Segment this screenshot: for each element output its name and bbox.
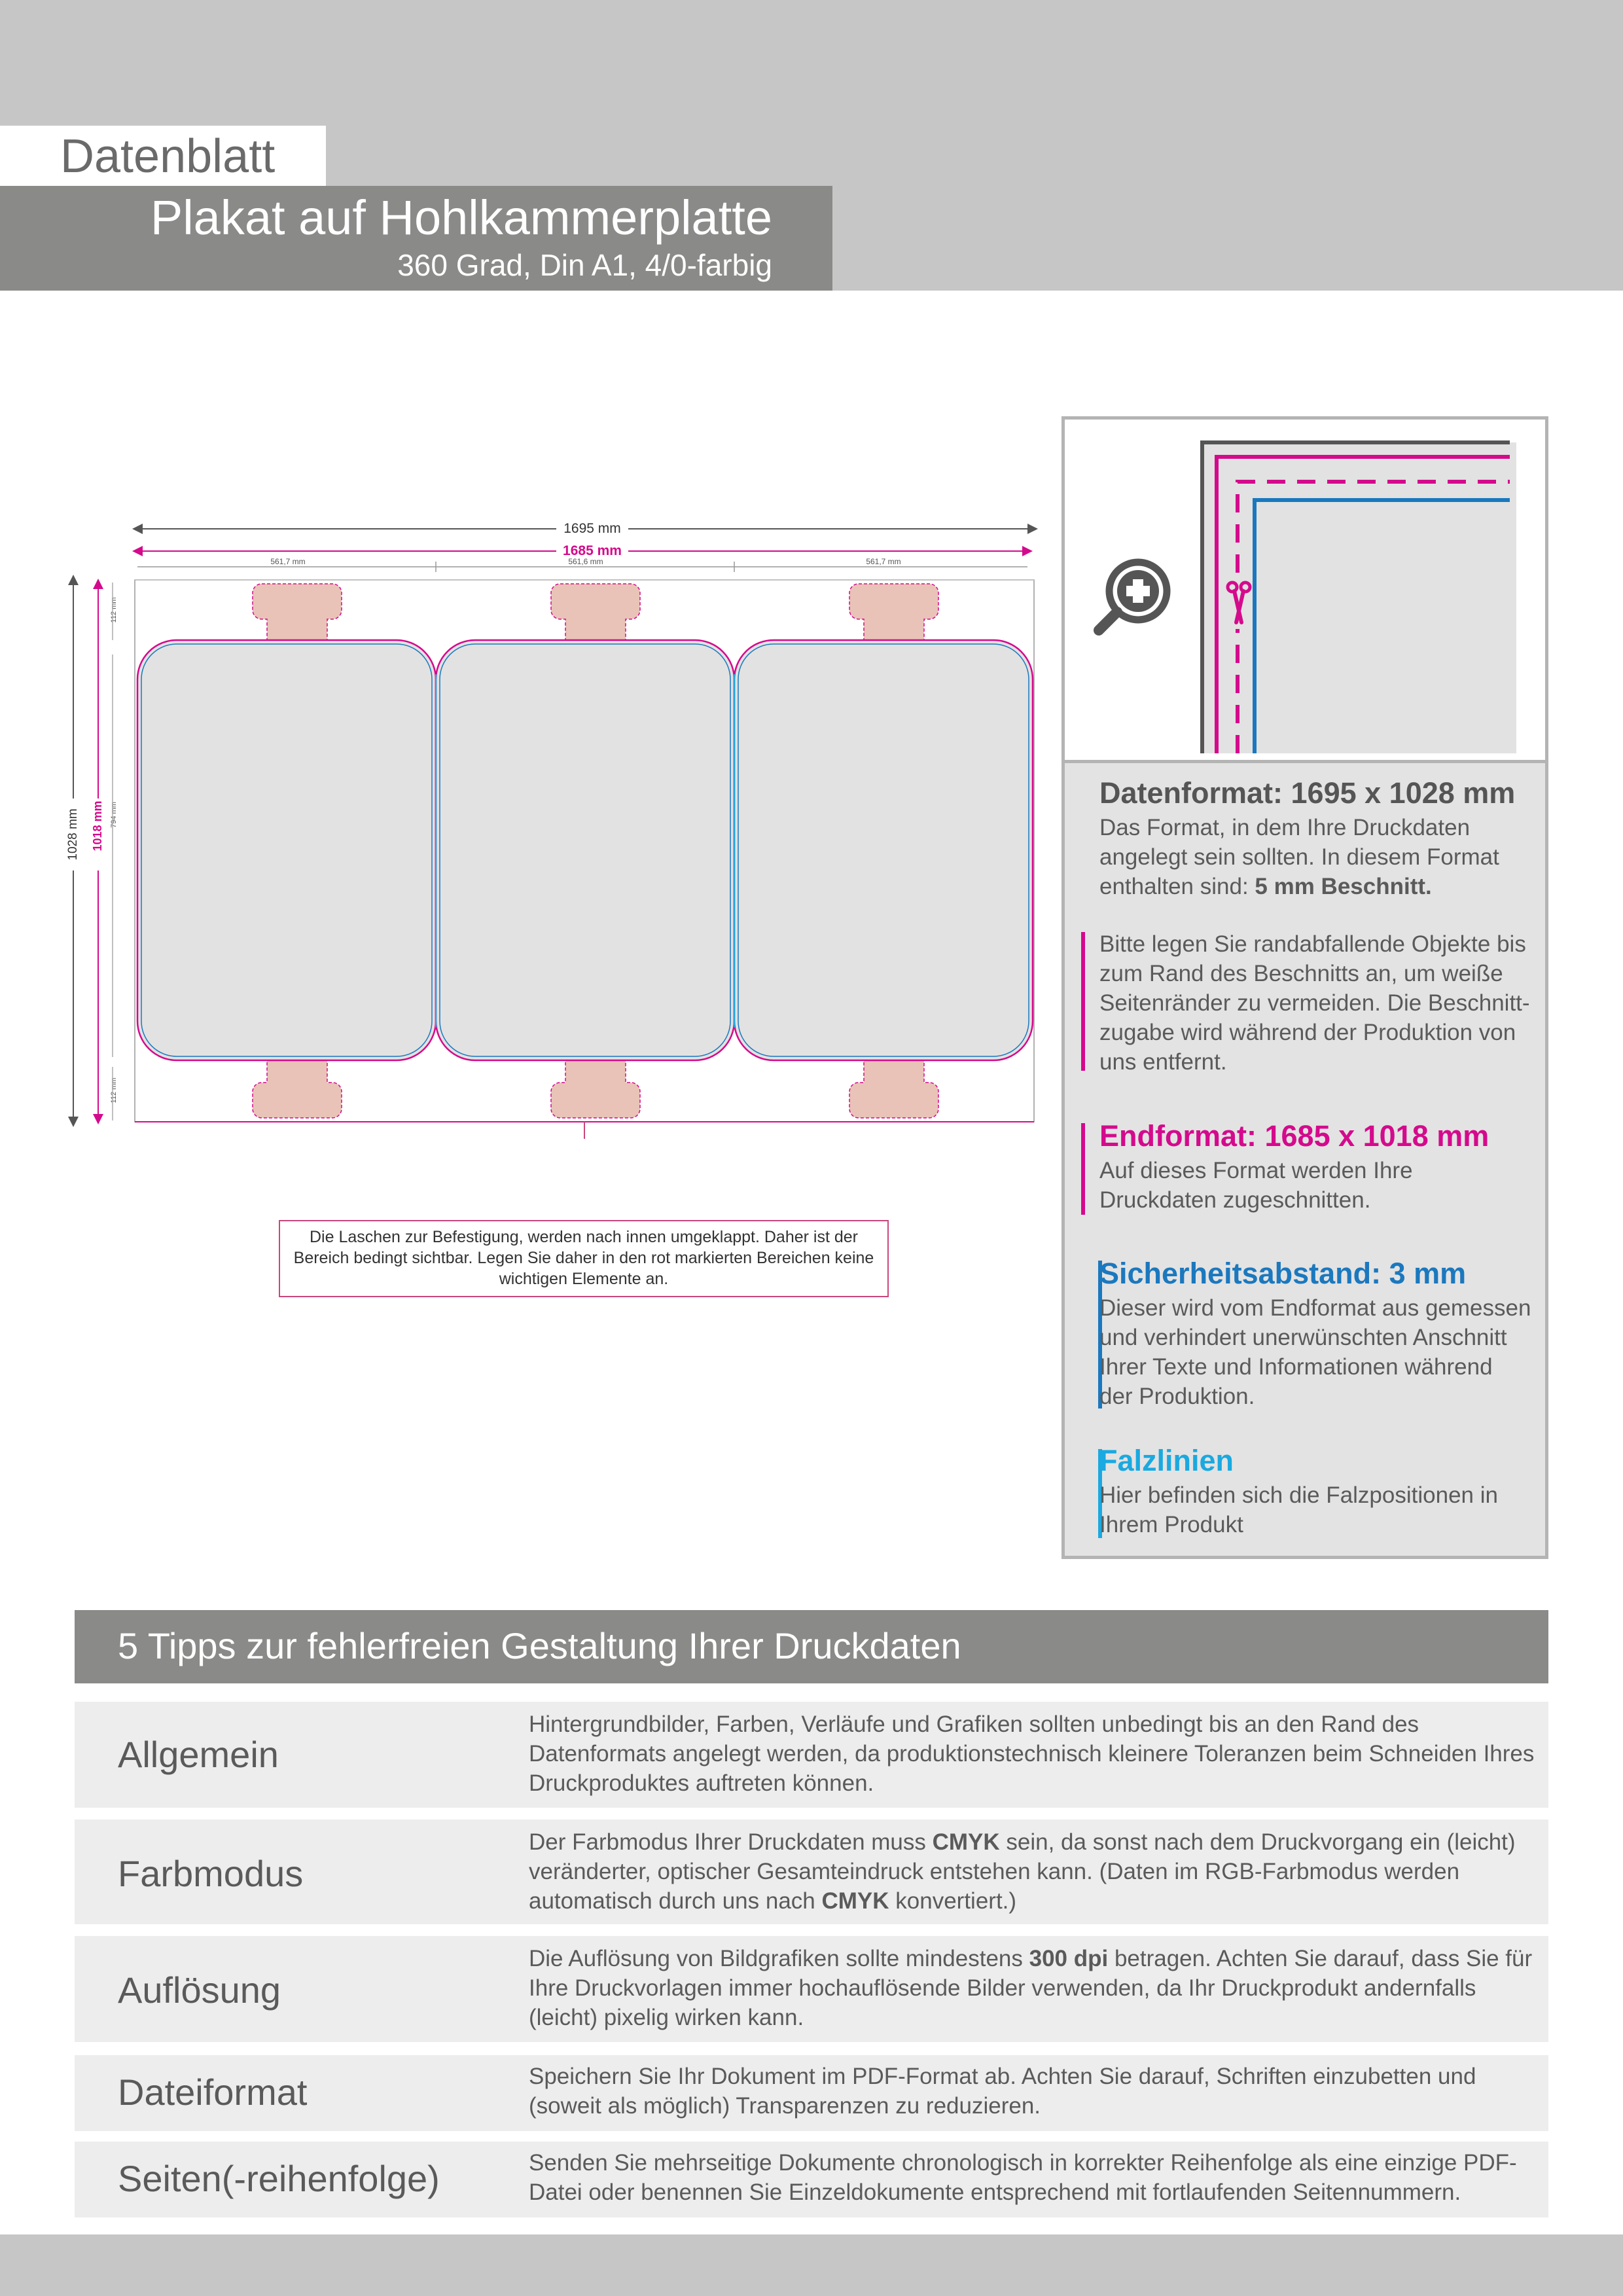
tip-row-seiten: Seiten(-reihenfolge) Senden Sie mehrseit… — [75, 2142, 1548, 2217]
tabs-top — [252, 583, 939, 642]
poster-panels — [136, 639, 1034, 1062]
tip-row-farbmodus: Farbmodus Der Farbmodus Ihrer Druckdaten… — [75, 1820, 1548, 1924]
tip-text: Speichern Sie Ihr Dokument im PDF-Format… — [529, 2064, 1476, 2119]
page-subtitle: 360 Grad, Din A1, 4/0-farbig — [397, 248, 772, 282]
doc-type-label: Datenblatt — [60, 130, 276, 183]
sicherheit-text: Dieser wird vom Endformat aus gemessen u… — [1099, 1295, 1531, 1409]
sicherheit-title: Sicherheitsabstand: 3 mm — [1099, 1257, 1467, 1290]
tip-label: Seiten(-reihenfolge) — [118, 2158, 440, 2199]
bleed-illustration — [1061, 416, 1548, 763]
endformat-text: Auf dieses Format werden Ihre Druckdaten… — [1099, 1158, 1413, 1213]
falz-text: Hier befinden sich die Falzpositionen in… — [1099, 1482, 1498, 1537]
tip-text: Hintergrundbilder, Farben, Verläufe und … — [529, 1712, 1535, 1796]
tabs-bottom — [252, 1060, 939, 1119]
beschnitt-text: Bitte legen Sie randabfallende Objekte b… — [1099, 931, 1530, 1075]
tip-row-allgemein: Allgemein Hintergrundbilder, Farben, Ver… — [75, 1702, 1548, 1808]
tip-text: Der Farbmodus Ihrer Druckdaten muss CMYK… — [529, 1829, 1516, 1914]
tip-row-aufloesung: Auflösung Die Auflösung von Bildgrafiken… — [75, 1936, 1548, 2042]
tip-text: Die Auflösung von Bildgrafiken sollte mi… — [529, 1946, 1533, 2030]
datenformat-text: Das Format, in dem Ihre Druckdaten angel… — [1099, 815, 1499, 899]
tips-header: 5 Tipps zur fehlerfreien Gestaltung Ihre… — [75, 1610, 1548, 1683]
height-total-label: 1028 mm — [66, 808, 80, 860]
endformat-bar — [1081, 1123, 1085, 1215]
width-final-label: 1685 mm — [563, 543, 622, 558]
tip-label: Allgemein — [118, 1734, 279, 1775]
endformat-title: Endformat: 1685 x 1018 mm — [1099, 1119, 1489, 1153]
info-panel — [1061, 763, 1548, 1559]
tips-title: 5 Tipps zur fehlerfreien Gestaltung Ihre… — [118, 1625, 961, 1666]
tip-row-dateiformat: Dateiformat Speichern Sie Ihr Dokument i… — [75, 2055, 1548, 2131]
footer-band — [0, 2234, 1623, 2296]
tip-label: Farbmodus — [118, 1853, 304, 1894]
page-title: Plakat auf Hohlkammerplatte — [150, 190, 772, 245]
tip-label: Auflösung — [118, 1969, 281, 2011]
segment-mid-label: 561,6 mm — [568, 557, 603, 566]
tip-label: Dateiformat — [118, 2072, 308, 2113]
segment-right-label: 561,7 mm — [866, 557, 901, 566]
title-block: Plakat auf Hohlkammerplatte 360 Grad, Di… — [0, 186, 832, 291]
print-template-diagram: 1695 mm 1685 mm 561,7 mm 561,6 mm 561,7 … — [63, 518, 1038, 1139]
height-final-label: 1018 mm — [91, 800, 104, 851]
beschnitt-bar — [1081, 932, 1085, 1071]
falz-bar — [1098, 1449, 1102, 1538]
height-inner-label: 794 mm — [110, 802, 118, 828]
datenformat-title: Datenformat: 1695 x 1028 mm — [1099, 776, 1516, 810]
zoom-in-icon — [1094, 558, 1171, 636]
tab-bottom-label: 112 mm — [110, 1078, 118, 1103]
width-total-label: 1695 mm — [563, 521, 621, 536]
scissors-icon — [1224, 577, 1252, 629]
tab-top-label: 112 mm — [110, 598, 118, 623]
doc-type-tag: Datenblatt — [0, 126, 326, 186]
tip-text: Senden Sie mehrseitige Dokumente chronol… — [529, 2150, 1517, 2205]
segment-left-label: 561,7 mm — [270, 557, 305, 566]
tab-note: Die Laschen zur Befestigung, werden nach… — [279, 1220, 889, 1297]
sicherheit-bar — [1098, 1261, 1102, 1408]
falz-title: Falzlinien — [1099, 1444, 1234, 1477]
